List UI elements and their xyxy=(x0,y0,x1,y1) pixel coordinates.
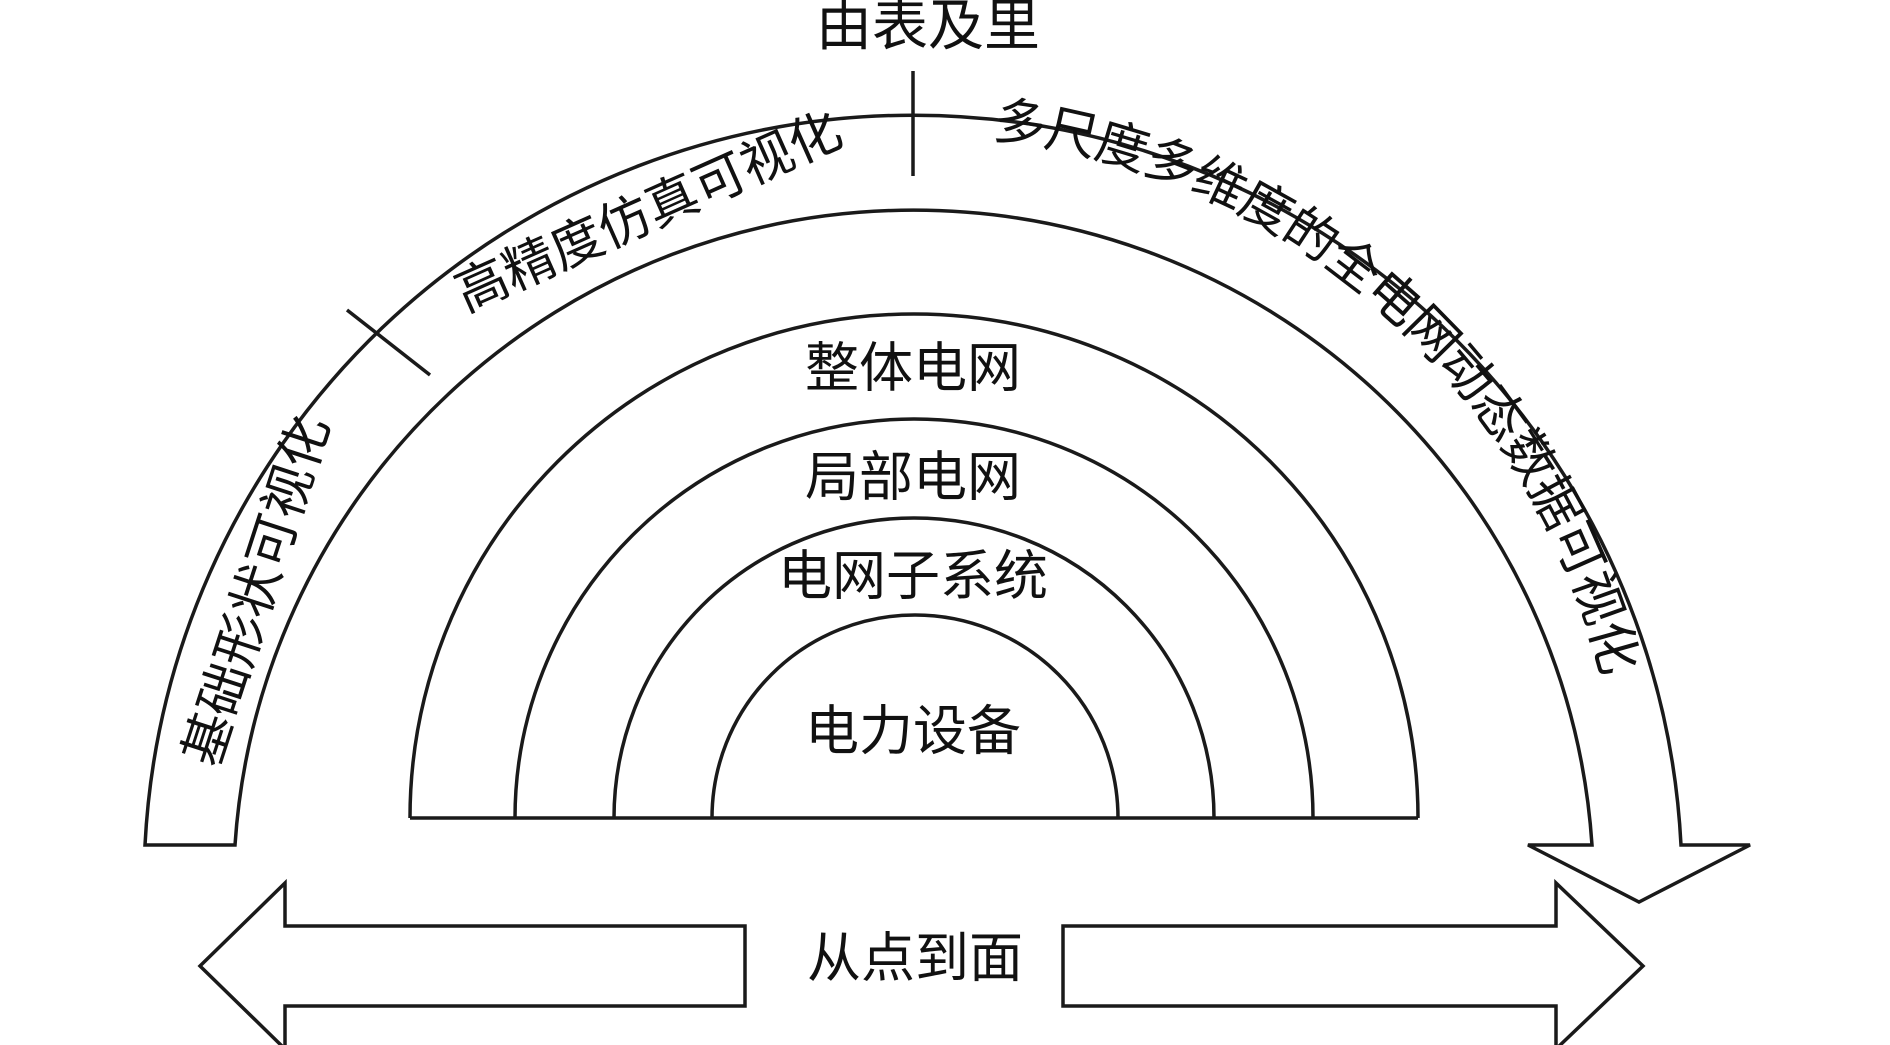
ring-label-equipment: 电力设备 xyxy=(805,700,1021,763)
ring-whole-grid xyxy=(408,312,1420,819)
ring-local-grid xyxy=(513,417,1315,819)
band-divider-left xyxy=(345,308,432,377)
outer-arc-band xyxy=(143,113,1751,904)
ring-equipment xyxy=(710,613,1120,819)
band-middle-label: 高精度仿真可视化 xyxy=(447,100,851,324)
right-arrow xyxy=(1061,878,1646,1045)
ring-label-whole-grid: 整体电网 xyxy=(805,337,1021,400)
ring-label-subsystem: 电网子系统 xyxy=(778,545,1048,608)
top-label: 由表及里 xyxy=(816,0,1040,59)
ring-label-local-grid: 局部电网 xyxy=(805,446,1021,509)
band-right-label: 多尺度多维度的全电网动态数据可视化 xyxy=(990,91,1649,681)
bottom-label: 从点到面 xyxy=(807,927,1023,990)
ring-subsystem xyxy=(612,516,1216,819)
left-arrow xyxy=(197,878,747,1045)
